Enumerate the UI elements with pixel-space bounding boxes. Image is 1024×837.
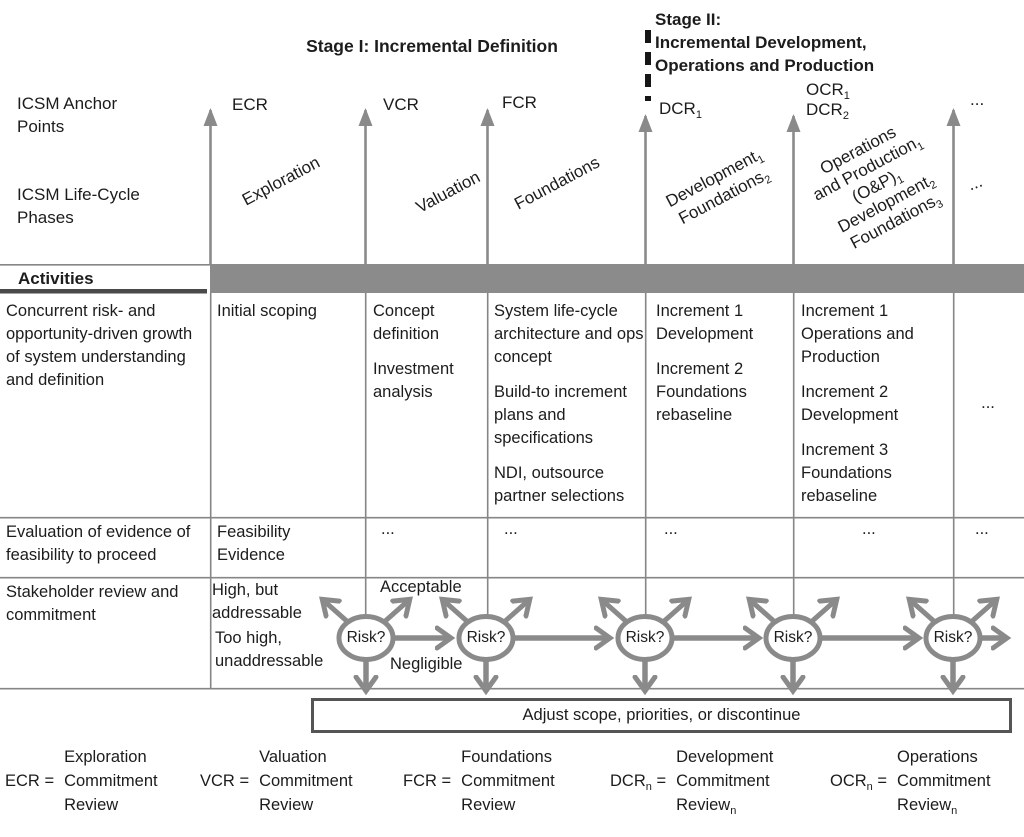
anchor-points-row-label: ICSM Anchor Points [17, 94, 118, 136]
risk-circle-label-4: Risk? [773, 629, 813, 646]
risk-down-arrows [366, 658, 953, 690]
stage2-title: Stage II: Incremental Development, Opera… [655, 8, 874, 77]
stage2-line1: Stage II: [655, 10, 722, 29]
risk-negligible-label: Negligible [390, 655, 463, 673]
activities-row-label: Concurrent risk- and opportunity-driven … [6, 302, 193, 389]
evidence-row-label: Evaluation of evidence of feasibility to… [6, 523, 191, 564]
legend-ecr: ECR = Exploration Commitment Review [5, 748, 158, 814]
evidence-cell-exploration: Feasibility Evidence [217, 523, 291, 564]
evidence-cell-foundations: ... [504, 520, 518, 538]
anchor-dcr1-label: DCR1 [659, 99, 702, 121]
anchor-ocr1-dcr2-label: OCR1 DCR2 [806, 80, 850, 122]
review-row-label: Stakeholder review and commitment [6, 583, 179, 624]
stage2-line3: Operations and Production [655, 56, 875, 75]
evidence-cell-operations: ... [862, 520, 876, 538]
risk-decision-chain [323, 600, 1006, 690]
risk-too-high-label: Too high, unaddressable [215, 629, 324, 670]
adjust-scope-box: Adjust scope, priorities, or discontinue [311, 698, 1012, 733]
risk-circle-label-2: Risk? [466, 629, 506, 646]
activities-cell-exploration: Initial scoping [217, 302, 317, 320]
evidence-cell-development: ... [664, 520, 678, 538]
anchor-fcr-label: FCR [502, 93, 537, 112]
activities-cell-operations: Increment 1 Operations and Production In… [801, 302, 914, 505]
legend-fcr: FCR = Foundations Commitment Review [403, 748, 555, 814]
risk-circle-label-3: Risk? [625, 629, 665, 646]
risk-acceptable-label: Acceptable [380, 578, 462, 596]
legend-vcr: VCR = Valuation Commitment Review [200, 748, 353, 814]
risk-circles [336, 614, 983, 662]
activities-cell-more: ... [981, 394, 995, 412]
evidence-cell-more: ... [975, 520, 989, 538]
activities-cell-valuation: Concept definition Investment analysis [373, 302, 454, 401]
anchor-arrows [203, 108, 961, 264]
activities-cell-development: Increment 1 Development Increment 2 Foun… [656, 302, 754, 424]
legend-ocr: OCRn = Operations Commitment Reviewn [830, 748, 991, 817]
stage2-line2: Incremental Development, [655, 33, 867, 52]
anchor-ecr-label: ECR [232, 95, 268, 114]
stage1-title: Stage I: Incremental Definition [306, 36, 558, 56]
risk-up-arrows [323, 600, 996, 625]
risk-circle-label-1: Risk? [346, 629, 386, 646]
risk-circle-label-5: Risk? [933, 629, 973, 646]
legend-dcr: DCRn = Development Commitment Reviewn [610, 748, 774, 817]
adjust-scope-text: Adjust scope, priorities, or discontinue [522, 706, 801, 724]
activities-band [0, 264, 1024, 294]
anchor-more-label: ... [970, 90, 985, 109]
risk-high-addressable-label: High, but addressable [212, 581, 302, 622]
activities-cell-foundations: System life-cycle architecture and ops c… [494, 302, 644, 505]
evidence-cell-valuation: ... [381, 520, 395, 538]
activities-header: Activities [18, 269, 94, 288]
anchor-vcr-label: VCR [383, 95, 419, 114]
activities-underline [0, 289, 207, 294]
phases-row-label: ICSM Life-Cycle Phases [17, 185, 140, 227]
